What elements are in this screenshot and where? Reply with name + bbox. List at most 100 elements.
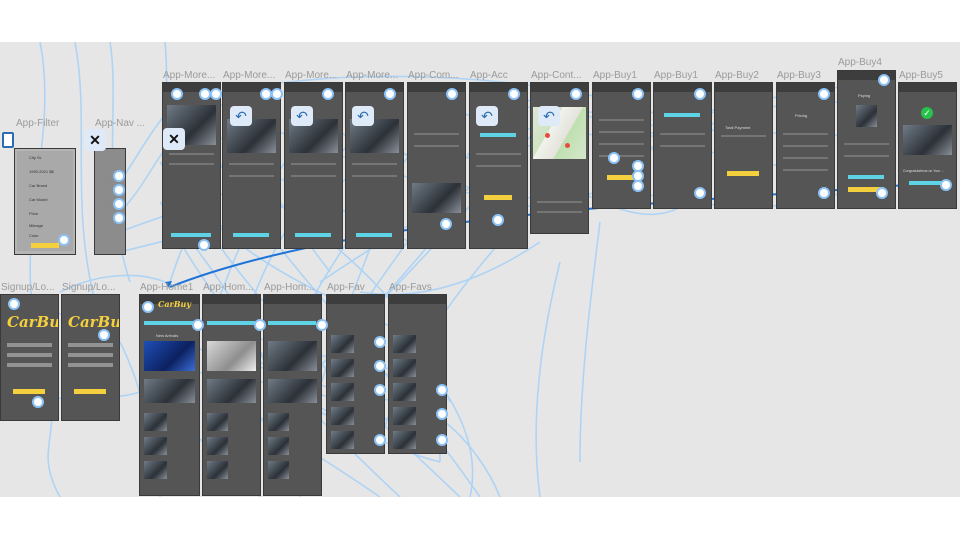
filter-item[interactable]: Price bbox=[29, 211, 39, 216]
artboard-app-buy2[interactable]: Total Payment bbox=[714, 82, 773, 209]
artboard-label-app-nav[interactable]: App-Nav ... bbox=[95, 118, 146, 129]
artboard-label-signup-1[interactable]: Signup/Lo... bbox=[1, 282, 55, 293]
artboard-app-com[interactable] bbox=[407, 82, 466, 249]
total-payment-header: Total Payment bbox=[725, 125, 751, 130]
connection-node[interactable] bbox=[254, 319, 266, 331]
artboard-label-app-home-2[interactable]: App-Hom... bbox=[203, 282, 254, 293]
artboard-label-app-filter[interactable]: App-Filter bbox=[16, 118, 60, 129]
filter-item[interactable]: City St. bbox=[29, 155, 42, 160]
connection-node[interactable] bbox=[818, 187, 830, 199]
artboard-label-app-buy1-a[interactable]: App-Buy1 bbox=[593, 70, 637, 81]
artboard-app-home-2[interactable] bbox=[202, 294, 261, 496]
connection-node[interactable] bbox=[694, 88, 706, 100]
connection-node[interactable] bbox=[322, 88, 334, 100]
connection-node[interactable] bbox=[878, 74, 890, 86]
artboard-label-app-buy4[interactable]: App-Buy4 bbox=[838, 57, 882, 68]
artboard-label-app-home1[interactable]: App-Home1 bbox=[140, 282, 194, 293]
connection-node[interactable] bbox=[492, 214, 504, 226]
connection-node[interactable] bbox=[436, 408, 448, 420]
artboard-app-filter[interactable]: City St. 1990-2021 $$ Car Brand Car Mode… bbox=[14, 148, 76, 255]
close-icon[interactable]: ✕ bbox=[163, 128, 185, 150]
back-arrow-icon[interactable]: ↶ bbox=[476, 106, 498, 126]
connection-node[interactable] bbox=[142, 301, 154, 313]
congratulations-message: Congratulations on Your ... bbox=[903, 169, 945, 173]
connection-node[interactable] bbox=[440, 218, 452, 230]
filter-item[interactable]: Car Model bbox=[29, 197, 48, 202]
pricing-header: Pricing bbox=[795, 113, 808, 118]
connection-node[interactable] bbox=[508, 88, 520, 100]
connection-node[interactable] bbox=[113, 170, 125, 182]
connection-node[interactable] bbox=[113, 212, 125, 224]
connection-node[interactable] bbox=[570, 88, 582, 100]
artboard-label-app-more-2[interactable]: App-More... bbox=[223, 70, 276, 81]
new-arrivals-heading: New Arrivals bbox=[156, 333, 179, 338]
connection-node[interactable] bbox=[632, 180, 644, 192]
artboard-label-app-more-3[interactable]: App-More... bbox=[285, 70, 338, 81]
connection-node[interactable] bbox=[113, 184, 125, 196]
connection-node[interactable] bbox=[374, 434, 386, 446]
connection-node[interactable] bbox=[374, 384, 386, 396]
artboard-label-app-favs[interactable]: App-Favs bbox=[389, 282, 432, 293]
connection-node[interactable] bbox=[446, 88, 458, 100]
connection-node[interactable] bbox=[876, 187, 888, 199]
artboard-label-app-home-3[interactable]: App-Hom... bbox=[264, 282, 315, 293]
artboard-label-signup-2[interactable]: Signup/Lo... bbox=[62, 282, 116, 293]
artboard-label-app-more-1[interactable]: App-More... bbox=[163, 70, 216, 81]
connection-node[interactable] bbox=[436, 384, 448, 396]
connection-node[interactable] bbox=[8, 298, 20, 310]
filter-item[interactable]: Car Brand bbox=[29, 183, 48, 188]
connection-node[interactable] bbox=[171, 88, 183, 100]
close-icon[interactable]: ✕ bbox=[84, 129, 106, 151]
filter-item[interactable]: Color bbox=[29, 233, 39, 238]
check-icon: ✓ bbox=[921, 107, 933, 119]
carbuy-logo: CarBuy bbox=[68, 313, 119, 331]
back-arrow-icon[interactable]: ↶ bbox=[291, 106, 313, 126]
artboard-label-app-com[interactable]: App-Com... bbox=[408, 70, 459, 81]
device-frame-icon[interactable] bbox=[2, 132, 14, 148]
connection-node[interactable] bbox=[192, 319, 204, 331]
artboard-signup-1[interactable]: CarBuy bbox=[0, 294, 59, 421]
connection-node[interactable] bbox=[210, 88, 222, 100]
artboard-label-app-buy3[interactable]: App-Buy3 bbox=[777, 70, 821, 81]
connection-node[interactable] bbox=[632, 88, 644, 100]
connection-node[interactable] bbox=[198, 239, 210, 251]
connection-node[interactable] bbox=[436, 434, 448, 446]
back-arrow-icon[interactable]: ↶ bbox=[538, 106, 560, 126]
artboard-app-more-1[interactable] bbox=[162, 82, 221, 249]
filter-item[interactable]: Mileage bbox=[29, 223, 44, 228]
artboard-label-app-buy5[interactable]: App-Buy5 bbox=[899, 70, 943, 81]
back-arrow-icon[interactable]: ↶ bbox=[230, 106, 252, 126]
connection-node[interactable] bbox=[316, 319, 328, 331]
artboard-app-favs[interactable] bbox=[388, 294, 447, 454]
artboard-app-fav[interactable] bbox=[326, 294, 385, 454]
connection-node[interactable] bbox=[940, 179, 952, 191]
prototype-canvas[interactable]: App-Filter City St. 1990-2021 $$ Car Bra… bbox=[0, 42, 960, 497]
connection-node[interactable] bbox=[58, 234, 70, 246]
connection-node[interactable] bbox=[374, 336, 386, 348]
artboard-label-app-more-4[interactable]: App-More... bbox=[346, 70, 399, 81]
connection-node[interactable] bbox=[98, 329, 110, 341]
artboard-label-app-buy1-b[interactable]: App-Buy1 bbox=[654, 70, 698, 81]
connection-node[interactable] bbox=[32, 396, 44, 408]
artboard-app-cont[interactable] bbox=[530, 82, 589, 234]
artboard-app-home1[interactable]: CarBuy New Arrivals bbox=[139, 294, 200, 496]
artboard-app-buy4[interactable]: Paying bbox=[837, 70, 896, 209]
connection-node[interactable] bbox=[271, 88, 283, 100]
artboard-signup-2[interactable]: CarBuy bbox=[61, 294, 120, 421]
artboard-label-app-buy2[interactable]: App-Buy2 bbox=[715, 70, 759, 81]
carbuy-logo: CarBuy bbox=[158, 299, 191, 309]
connection-node[interactable] bbox=[694, 187, 706, 199]
back-arrow-icon[interactable]: ↶ bbox=[352, 106, 374, 126]
connection-node[interactable] bbox=[384, 88, 396, 100]
artboard-label-app-acc[interactable]: App-Acc bbox=[470, 70, 508, 81]
carbuy-logo: CarBuy bbox=[7, 313, 58, 331]
artboard-label-app-fav[interactable]: App-Fav bbox=[327, 282, 365, 293]
connection-node[interactable] bbox=[113, 198, 125, 210]
connection-node[interactable] bbox=[374, 360, 386, 372]
apply-filter-button[interactable] bbox=[31, 243, 59, 248]
connection-node[interactable] bbox=[818, 88, 830, 100]
connection-node[interactable] bbox=[608, 152, 620, 164]
filter-item[interactable]: 1990-2021 $$ bbox=[29, 169, 54, 174]
artboard-label-app-cont[interactable]: App-Cont... bbox=[531, 70, 582, 81]
artboard-app-home-3[interactable] bbox=[263, 294, 322, 496]
